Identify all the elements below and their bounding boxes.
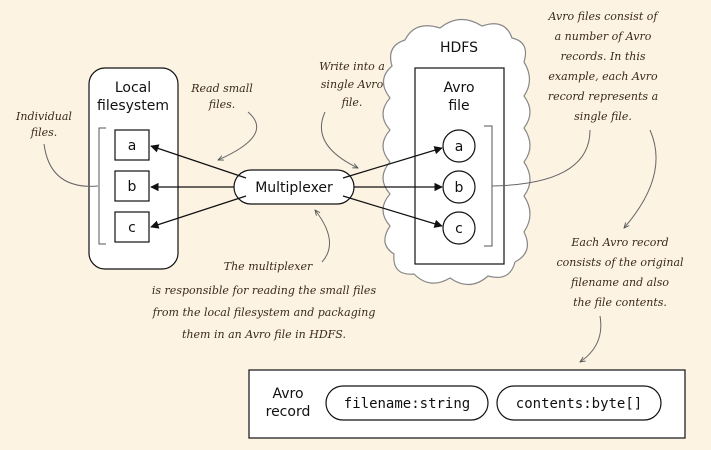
- svg-text:Write into a: Write into a: [319, 60, 385, 73]
- avro-record-label-2: record: [266, 404, 311, 420]
- svg-text:file.: file.: [341, 96, 363, 109]
- svg-text:single file.: single file.: [574, 110, 632, 123]
- arrow-to-file-a: [150, 144, 247, 179]
- hdfs-title: HDFS: [440, 40, 478, 56]
- svg-text:files.: files.: [30, 126, 58, 139]
- avro-record-a: a: [442, 129, 476, 163]
- svg-text:The multiplexer: The multiplexer: [224, 260, 313, 273]
- arrow-to-record-c: [342, 195, 443, 228]
- svg-text:a number of Avro: a number of Avro: [555, 30, 652, 43]
- svg-text:single Avro: single Avro: [321, 78, 384, 91]
- svg-text:files.: files.: [208, 98, 236, 111]
- svg-text:them in an Avro file in HDFS.: them in an Avro file in HDFS.: [182, 328, 346, 341]
- avro-record-label-1: Avro: [272, 386, 303, 402]
- annotation-write-into: Write into a single Avro file.: [319, 60, 385, 168]
- local-filesystem-title-2: filesystem: [97, 98, 169, 114]
- field-contents: contents:byte[]: [496, 385, 662, 421]
- local-file-c: c: [114, 211, 150, 243]
- svg-text:filename and also: filename and also: [570, 276, 669, 289]
- svg-text:the file contents.: the file contents.: [573, 296, 667, 309]
- avro-file-title-1: Avro: [443, 80, 474, 96]
- svg-text:records. In this: records. In this: [560, 50, 645, 63]
- local-filesystem-title-1: Local: [115, 80, 151, 96]
- arrow-to-file-c: [150, 195, 247, 229]
- svg-text:Multiplexer: Multiplexer: [255, 180, 333, 196]
- avro-file-title-2: file: [448, 98, 469, 114]
- svg-text:record represents a: record represents a: [548, 90, 658, 103]
- svg-text:Read small: Read small: [190, 82, 253, 95]
- svg-text:contents:byte[]: contents:byte[]: [516, 396, 642, 412]
- svg-text:a: a: [128, 138, 137, 154]
- annotation-avro-consist: Avro files consist of a number of Avro r…: [491, 10, 660, 228]
- local-filesystem-box: [88, 67, 179, 270]
- svg-text:Each Avro record: Each Avro record: [570, 236, 668, 249]
- annotation-individual-files: Individual files.: [15, 110, 99, 187]
- avro-record-b: b: [442, 170, 476, 204]
- svg-text:c: c: [128, 220, 136, 236]
- local-files-bracket: [98, 127, 106, 245]
- svg-text:from the local filesystem and: from the local filesystem and packaging: [152, 306, 376, 319]
- multiplexer-node: Multiplexer: [233, 169, 355, 205]
- local-file-b: b: [114, 170, 150, 202]
- svg-text:c: c: [455, 221, 463, 237]
- svg-text:is responsible for reading the: is responsible for reading the small fil…: [152, 284, 377, 297]
- svg-text:b: b: [455, 180, 464, 196]
- svg-text:consists of the original: consists of the original: [556, 256, 684, 269]
- svg-text:Avro files consist of: Avro files consist of: [548, 10, 660, 23]
- avro-record-c: c: [442, 211, 476, 245]
- svg-text:filename:string: filename:string: [344, 396, 470, 412]
- arrow-to-record-a: [342, 146, 443, 179]
- local-file-a: a: [114, 129, 150, 161]
- svg-text:b: b: [128, 179, 137, 195]
- svg-text:example, each Avro: example, each Avro: [548, 70, 658, 83]
- annotation-each-record: Each Avro record consists of the origina…: [556, 236, 684, 362]
- annotation-read-small: Read small files.: [190, 82, 258, 160]
- svg-text:Individual: Individual: [15, 110, 72, 123]
- annotation-multiplexer-note: The multiplexer is responsible for readi…: [152, 210, 377, 341]
- field-filename: filename:string: [325, 385, 489, 421]
- svg-text:a: a: [455, 139, 464, 155]
